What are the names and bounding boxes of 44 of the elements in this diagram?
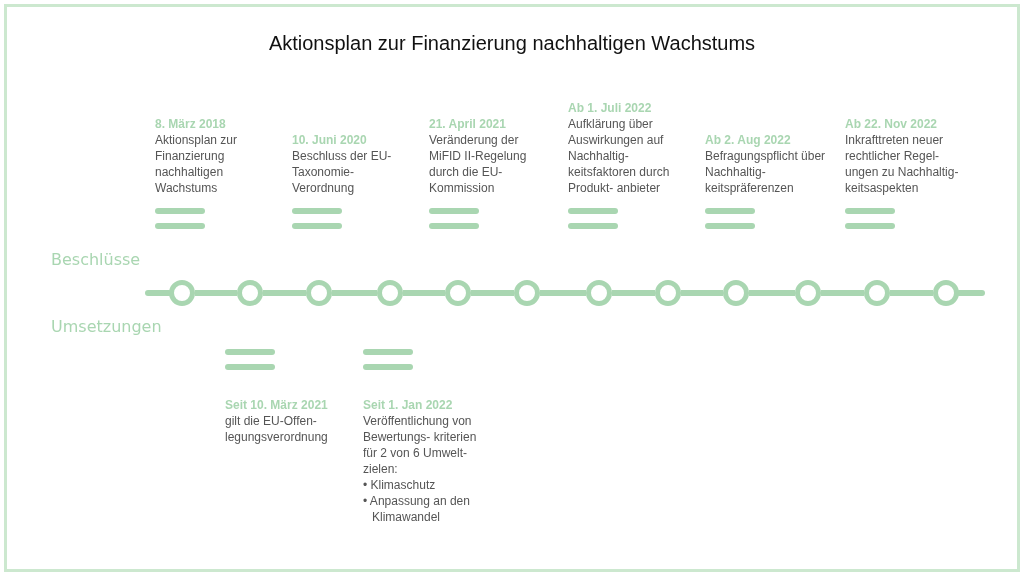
timeline-circle: [655, 280, 681, 306]
date-text: Seit 10. März 2021: [225, 397, 329, 413]
timeline-line: [471, 290, 514, 296]
timeline-circle: [933, 280, 959, 306]
event-description: Befragungspflicht über Nachhaltig- keitspräferenzen: [705, 148, 827, 196]
bullet-item: • Klimaschutz: [363, 477, 437, 493]
timeline-circle: [445, 280, 471, 306]
date-text: Seit 1. Jan 2022: [363, 397, 454, 413]
timeline-circle: [586, 280, 612, 306]
timeline-circle: [514, 280, 540, 306]
event-description: Aufklärung über Auswirkungen auf Nachhaltig- keitsfaktoren durch Produkt- anbieter: [568, 116, 671, 196]
diagram-title: Aktionsplan zur Finanzierung nachhaltigen Wachstums: [268, 32, 756, 55]
timeline-line: [821, 290, 864, 296]
date-text: 8. März 2018: [155, 116, 227, 132]
timeline-line: [681, 290, 723, 296]
timeline-circle: [795, 280, 821, 306]
timeline-line: [263, 290, 306, 296]
timeline-line: [540, 290, 586, 296]
timeline-circle: [864, 280, 890, 306]
event-description: Veränderung der MiFID II-Regelung durch die EU- Kommission: [429, 132, 528, 196]
timeline-line: [403, 290, 445, 296]
timeline-circle: [237, 280, 263, 306]
event-description: Beschluss der EU-Taxonomie- Verordnung: [292, 148, 393, 196]
event-description: Veröffentlichung von Bewertungs- kriterien für 2 von 6 Umwelt- zielen:: [363, 413, 478, 477]
timeline-circle: [377, 280, 403, 306]
timeline-line: [612, 290, 655, 296]
timeline-line: [332, 290, 377, 296]
row-label: Beschlüsse: [51, 250, 141, 269]
timeline-circle: [169, 280, 195, 306]
date-text: Ab 1. Juli 2022: [568, 100, 653, 116]
event-description: Aktionsplan zur Finanzierung nachhaltigen Wachstums: [155, 132, 239, 196]
row-label: Umsetzungen: [51, 317, 162, 336]
date-text: 21. April 2021: [429, 116, 507, 132]
bullet-item: • Anpassung an den Klimawandel: [363, 493, 471, 525]
timeline-line: [890, 290, 933, 296]
date-text: 10. Juni 2020: [292, 132, 368, 148]
date-text: Ab 2. Aug 2022: [705, 132, 792, 148]
event-description: gilt die EU-Offen- legungsverordnung: [225, 413, 329, 445]
timeline-circle: [306, 280, 332, 306]
timeline-line: [195, 290, 237, 296]
timeline-circle: [723, 280, 749, 306]
event-description: Inkrafttreten neuer rechtlicher Regel- ungen zu Nachhaltig- keitsaspekten: [845, 132, 960, 196]
timeline-line: [749, 290, 795, 296]
date-text: Ab 22. Nov 2022: [845, 116, 939, 132]
